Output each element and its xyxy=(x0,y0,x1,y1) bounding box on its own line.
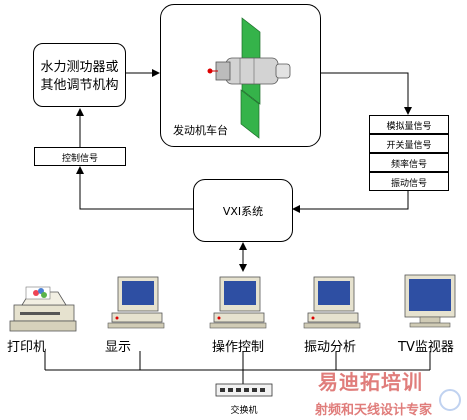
signal-vibration-label: 振动信号 xyxy=(390,179,427,189)
printer-label: 打印机 xyxy=(7,340,47,355)
operation-control-label: 操作控制 xyxy=(212,340,265,355)
vxi-system-box xyxy=(193,179,293,242)
computer-operation xyxy=(209,276,267,329)
signal-switch-box xyxy=(369,134,449,153)
switch-label: 交换机 xyxy=(230,406,258,416)
signal-analog-box xyxy=(369,115,449,134)
computer-display xyxy=(107,276,165,329)
hydro-dynamometer-box xyxy=(33,43,126,107)
hydro-label-line2: 其他调节机构 xyxy=(40,78,119,93)
display-label: 显示 xyxy=(105,340,132,355)
control-signal-box xyxy=(34,147,126,166)
signal-analog-label: 模拟量信号 xyxy=(386,122,432,132)
vxi-system-label: VXI系统 xyxy=(222,205,264,218)
switch-illustration xyxy=(215,383,273,397)
signal-vibration-box xyxy=(369,172,449,191)
engine-bench-box xyxy=(160,4,321,147)
signal-switch-label: 开关量信号 xyxy=(386,141,432,151)
engine-illustration xyxy=(207,17,291,139)
arrow-signals-to-vxi xyxy=(292,190,409,213)
watermark-line1: 易迪拓培训 xyxy=(318,370,423,394)
hydro-label-line1: 水力测功器或 xyxy=(40,60,119,75)
watermark-line2: 射频和天线设计专家 xyxy=(315,403,433,418)
engine-bench-label: 发动机车台 xyxy=(173,124,228,137)
control-signal-label: 控制信号 xyxy=(61,154,98,164)
arrow-vxi-to-control xyxy=(76,166,194,210)
signal-frequency-box xyxy=(369,153,449,172)
computer-vibration xyxy=(303,276,361,329)
watermark-logo xyxy=(439,389,461,411)
signal-frequency-label: 频率信号 xyxy=(390,160,427,170)
vibration-analysis-label: 振动分析 xyxy=(304,340,357,355)
tv-monitor-label: TV监视器 xyxy=(398,340,454,355)
printer-illustration xyxy=(9,286,77,332)
tv-monitor-illustration xyxy=(404,274,456,328)
arrow-bench-to-signals xyxy=(320,72,412,115)
